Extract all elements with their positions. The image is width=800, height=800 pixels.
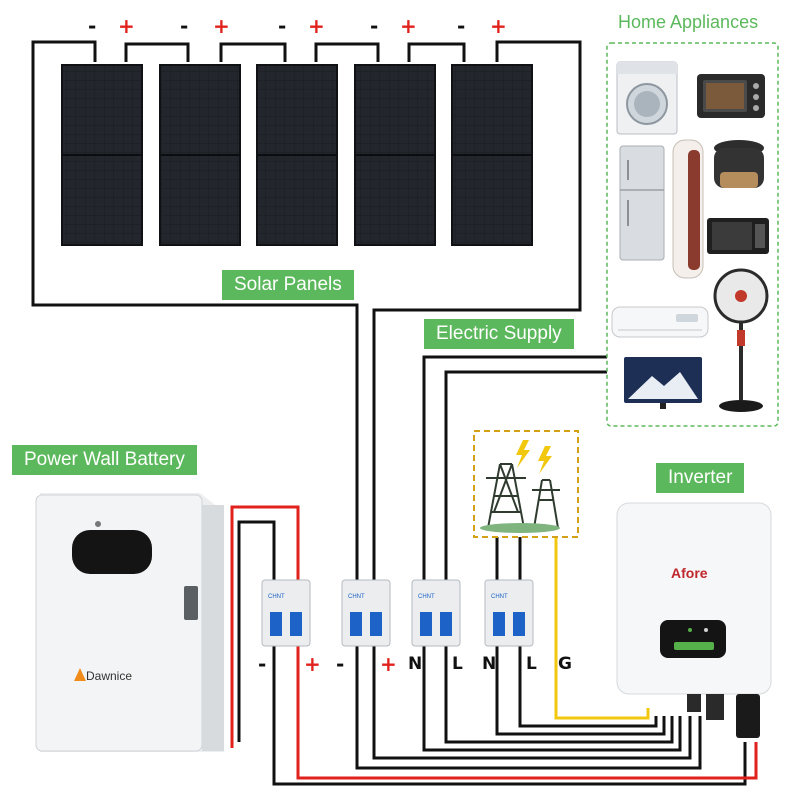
home-appliances-title: Home Appliances bbox=[618, 12, 759, 32]
microwave-icon bbox=[707, 218, 769, 254]
ground-wire bbox=[554, 537, 650, 720]
panel-2-positive: + bbox=[213, 14, 230, 38]
panel-2-negative: - bbox=[180, 14, 189, 38]
ac-supply-breaker: CHNT bbox=[411, 579, 461, 647]
panel-4-negative: - bbox=[370, 14, 379, 38]
inverter-brand: Afore bbox=[671, 565, 708, 581]
panel-1-positive: + bbox=[118, 14, 135, 38]
solar-panel-5 bbox=[451, 64, 533, 246]
inverter: Afore bbox=[616, 502, 772, 738]
washing-machine-icon bbox=[616, 61, 678, 135]
dc-pos-bus bbox=[296, 646, 758, 780]
panel-5-negative: - bbox=[457, 14, 466, 38]
solar-positive-terminal: + bbox=[380, 652, 397, 676]
appliances-panel bbox=[606, 42, 779, 427]
breaker-group: CHNT CHNT CHNT CHNT bbox=[261, 579, 534, 647]
panel-3-positive: + bbox=[308, 14, 325, 38]
solar-panel-3 bbox=[256, 64, 338, 246]
transmission-tower-icon bbox=[486, 463, 560, 529]
grid-l-bus bbox=[518, 646, 658, 728]
ac-l-bus bbox=[444, 646, 674, 744]
power-wall-battery: Dawnice bbox=[35, 493, 224, 752]
refrigerator-icon bbox=[619, 145, 665, 261]
svg-text:CHNT: CHNT bbox=[348, 594, 365, 600]
panel-3-negative: - bbox=[278, 14, 287, 38]
panel-jumper-1 bbox=[124, 42, 190, 62]
solar-negative-terminal: - bbox=[336, 652, 345, 676]
ac-n-bus bbox=[422, 646, 682, 752]
battery-black-wire bbox=[237, 520, 276, 742]
rice-cooker-icon bbox=[714, 140, 764, 188]
wiring bbox=[31, 40, 758, 786]
solar-panels-label: Solar Panels bbox=[222, 270, 354, 300]
svg-text:CHNT: CHNT bbox=[268, 594, 285, 600]
grid-live-terminal: L bbox=[526, 654, 537, 674]
inverter-label: Inverter bbox=[656, 463, 745, 493]
grid-breaker: CHNT bbox=[484, 579, 534, 647]
panel-jumper-2 bbox=[219, 42, 287, 62]
dc-battery-breaker: CHNT bbox=[261, 579, 311, 647]
toaster-oven-icon bbox=[697, 74, 765, 118]
battery-logo-icon bbox=[74, 668, 86, 681]
solar-panel-2 bbox=[159, 64, 241, 246]
lightning-icon bbox=[516, 440, 552, 474]
dc-solar-breaker: CHNT bbox=[341, 579, 391, 647]
appliance-wire-2 bbox=[444, 370, 608, 594]
solar-return-wire bbox=[372, 40, 582, 594]
solar-panel-4 bbox=[354, 64, 436, 246]
solar-panel-1 bbox=[61, 64, 143, 246]
battery-positive-terminal: + bbox=[304, 652, 321, 676]
svg-text:CHNT: CHNT bbox=[418, 594, 435, 600]
tower-air-conditioner-icon bbox=[672, 139, 704, 279]
pv-pos-bus bbox=[372, 646, 692, 760]
panel-jumper-3 bbox=[314, 42, 380, 62]
utility-grid bbox=[473, 430, 579, 538]
svg-text:CHNT: CHNT bbox=[491, 594, 508, 600]
panel-1-negative: - bbox=[88, 14, 97, 38]
supply-neutral-terminal: N bbox=[408, 654, 423, 674]
battery-negative-terminal: - bbox=[258, 652, 267, 676]
battery-brand: Dawnice bbox=[86, 669, 132, 683]
panel-jumper-4 bbox=[407, 42, 466, 62]
panel-4-positive: + bbox=[400, 14, 417, 38]
television-icon bbox=[624, 357, 702, 409]
solar-array bbox=[61, 64, 533, 246]
dc-neg-bus bbox=[272, 646, 747, 786]
grid-n-bus bbox=[495, 646, 666, 736]
inverter-display bbox=[660, 620, 726, 658]
pv-neg-bus bbox=[355, 646, 702, 770]
ground-terminal: G bbox=[558, 654, 572, 674]
power-wall-battery-label: Power Wall Battery bbox=[12, 445, 197, 475]
appliance-wire-1 bbox=[422, 355, 608, 594]
battery-red-wire bbox=[230, 505, 300, 748]
grid-neutral-terminal: N bbox=[482, 654, 497, 674]
wall-air-conditioner-icon bbox=[611, 306, 709, 338]
standing-fan-icon bbox=[713, 268, 769, 412]
panel-5-positive: + bbox=[490, 14, 507, 38]
solar-series-wire bbox=[31, 40, 359, 594]
supply-live-terminal: L bbox=[452, 654, 463, 674]
electric-supply-label: Electric Supply bbox=[424, 319, 574, 349]
